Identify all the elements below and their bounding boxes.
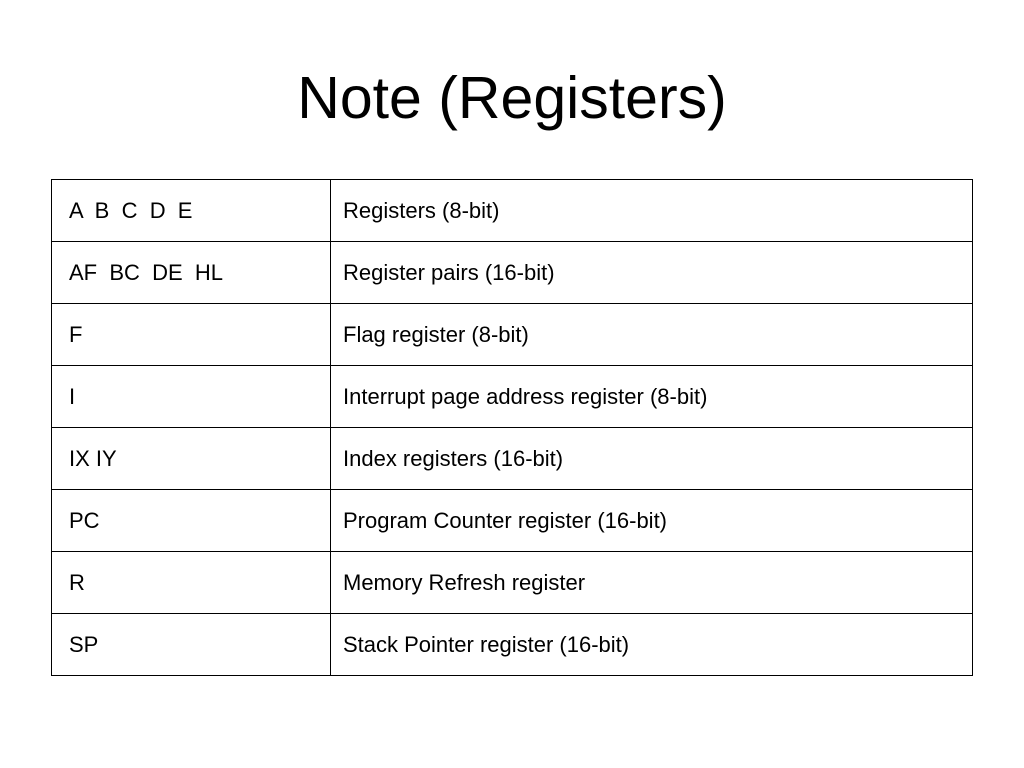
register-description-cell: Registers (8-bit) <box>330 179 973 242</box>
register-description-cell: Flag register (8-bit) <box>330 303 973 366</box>
table-row: F Flag register (8-bit) <box>51 303 973 366</box>
register-name-cell: I <box>51 365 331 428</box>
register-description-cell: Index registers (16-bit) <box>330 427 973 490</box>
register-description-cell: Register pairs (16-bit) <box>330 241 973 304</box>
register-name-cell: F <box>51 303 331 366</box>
table-row: I Interrupt page address register (8-bit… <box>51 365 973 428</box>
register-name-cell: PC <box>51 489 331 552</box>
register-name-cell: IX IY <box>51 427 331 490</box>
table-row: AF BC DE HL Register pairs (16-bit) <box>51 241 973 304</box>
table-row: R Memory Refresh register <box>51 551 973 614</box>
register-description-cell: Program Counter register (16-bit) <box>330 489 973 552</box>
registers-table: A B C D E Registers (8-bit) AF BC DE HL … <box>51 179 973 676</box>
table-row: A B C D E Registers (8-bit) <box>51 179 973 242</box>
register-name-cell: SP <box>51 613 331 676</box>
table-row: SP Stack Pointer register (16-bit) <box>51 613 973 676</box>
register-description-cell: Memory Refresh register <box>330 551 973 614</box>
register-description-cell: Interrupt page address register (8-bit) <box>330 365 973 428</box>
table-row: IX IY Index registers (16-bit) <box>51 427 973 490</box>
slide-title: Note (Registers) <box>297 65 727 131</box>
register-name-cell: A B C D E <box>51 179 331 242</box>
register-description-cell: Stack Pointer register (16-bit) <box>330 613 973 676</box>
table-row: PC Program Counter register (16-bit) <box>51 489 973 552</box>
register-name-cell: AF BC DE HL <box>51 241 331 304</box>
register-name-cell: R <box>51 551 331 614</box>
